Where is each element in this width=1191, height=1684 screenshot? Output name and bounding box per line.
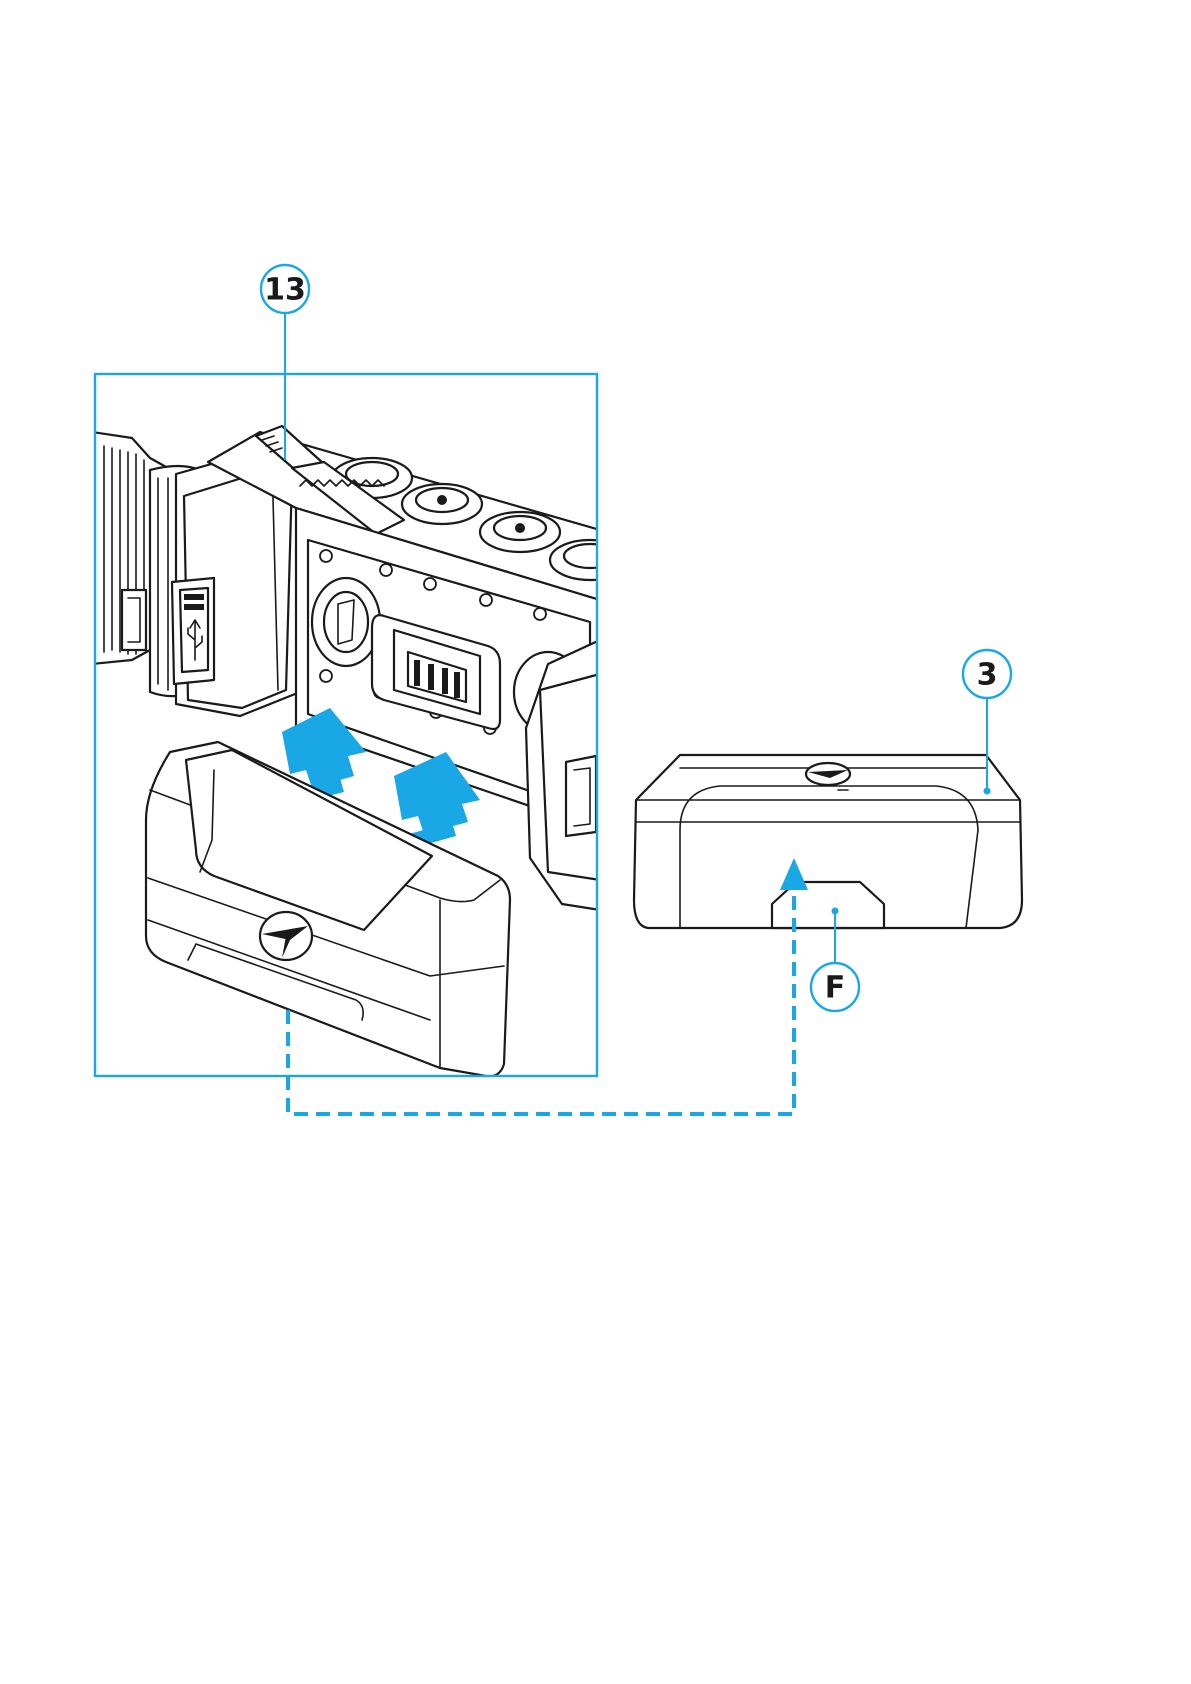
callout-3-label: 3 bbox=[977, 658, 998, 693]
device-illustration bbox=[92, 426, 630, 1076]
device-detail-frame bbox=[92, 374, 630, 1076]
pulsar-logo-small-icon bbox=[806, 763, 850, 785]
callout-f-label: F bbox=[825, 971, 846, 1006]
callout-13-label: 13 bbox=[264, 273, 306, 308]
usb-port-cover bbox=[172, 578, 214, 684]
battery-top-view bbox=[634, 755, 1022, 928]
pulsar-logo-icon bbox=[260, 912, 312, 960]
key-socket bbox=[312, 578, 380, 666]
